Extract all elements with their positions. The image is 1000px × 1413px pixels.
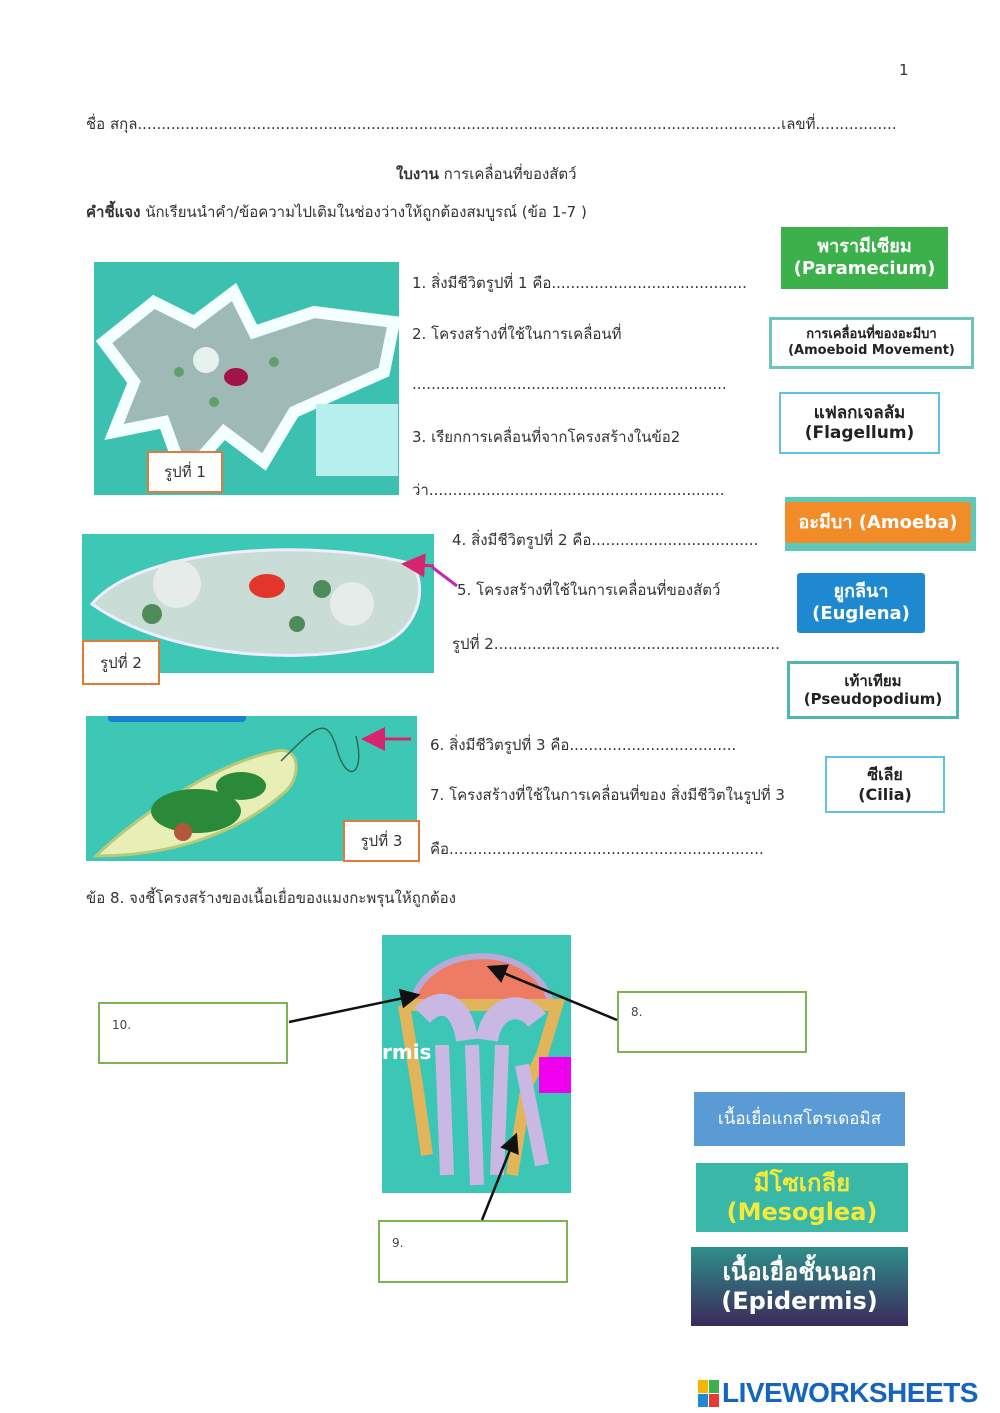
question-8: ข้อ 8. จงชี้โครงสร้างของเนื้อเยื่อของแมง… — [86, 889, 456, 907]
amoeba-image — [94, 262, 399, 495]
paramecium-image — [82, 534, 434, 673]
card-th: อะมีบา (Amoeba) — [785, 502, 971, 543]
card-flagellum[interactable]: แฟลกเจลลัม(Flagellum) — [779, 392, 940, 454]
card-en: (Paramecium) — [793, 258, 936, 279]
name-line: ชื่อ สกุล...............................… — [86, 115, 897, 133]
card-en: (Amoeboid Movement) — [788, 343, 955, 358]
card-epidermis[interactable]: เนื้อเยื่อชั้นนอก(Epidermis) — [691, 1247, 908, 1326]
title-rest: การเคลื่อนที่ของสัตว์ — [438, 165, 577, 183]
question-5-blank: รูปที่ 2................................… — [452, 635, 780, 653]
amoeba-drawing — [95, 282, 399, 489]
instr-bold: คำชี้แจง — [86, 203, 141, 221]
logo-text: LIVEWORKSHEETS — [722, 1377, 978, 1408]
logo-icon — [698, 1379, 719, 1407]
figure-1-label: รูปที่ 1 — [147, 451, 223, 493]
card-th: มีโซเกลีย — [753, 1168, 851, 1197]
card-paramecium[interactable]: พารามีเซียม(Paramecium) — [781, 227, 948, 289]
figure-2-label: รูปที่ 2 — [82, 640, 160, 685]
worksheet-title: ใบงาน การเคลื่อนที่ของสัตว์ — [396, 162, 577, 186]
card-en: (Mesoglea) — [726, 1197, 878, 1226]
card-gastrodermis[interactable]: เนื้อเยื่อแกสโตรเดอมิส — [694, 1092, 905, 1146]
question-7-blank: คือ.....................................… — [430, 840, 764, 858]
paramecium-drawing — [89, 548, 422, 657]
question-7: 7. โครงสร้างที่ใช้ในการเคลื่อนที่ของ สิ่… — [430, 786, 785, 804]
question-6: 6. สิ่งมีชีวิตรูปที่ 3 คือ..............… — [430, 736, 737, 754]
liveworksheets-logo: LIVEWORKSHEETS — [698, 1377, 978, 1409]
card-th: เนื้อเยื่อชั้นนอก — [722, 1257, 877, 1286]
jellyfish-image: rmis — [382, 935, 571, 1193]
answer-box-8[interactable]: 8. — [617, 991, 807, 1053]
answer-box-9-label: 9. — [392, 1236, 404, 1250]
card-th: พารามีเซียม — [817, 236, 912, 258]
card-en: (Pseudopodium) — [803, 690, 943, 708]
cover-patch — [316, 404, 398, 476]
card-pseudopodium[interactable]: เท้าเทียม(Pseudopodium) — [787, 661, 959, 719]
card-en: (Epidermis) — [721, 1286, 878, 1315]
euglena-drawing — [92, 727, 360, 858]
card-cilia[interactable]: ซีเลีย(Cilia) — [825, 756, 945, 813]
instr-rest: นักเรียนนำคำ/ข้อความไปเติมในช่องว่างให้ถ… — [140, 203, 587, 221]
card-th: เท้าเทียม — [844, 672, 902, 690]
question-1: 1. สิ่งมีชีวิตรูปที่ 1 คือ..............… — [412, 274, 747, 292]
page-number: 1 — [899, 61, 909, 79]
pink-arrow-tail — [431, 565, 458, 588]
question-4: 4. สิ่งมีชีวิตรูปที่ 2 คือ..............… — [452, 531, 759, 549]
answer-box-9[interactable]: 9. — [378, 1220, 568, 1283]
question-3: 3. เรียกการเคลื่อนที่จากโครงสร้างในข้อ2 — [412, 428, 681, 446]
answer-box-10-label: 10. — [112, 1018, 132, 1032]
card-th: ยูกลีนา — [833, 581, 889, 603]
card-en: (Cilia) — [858, 784, 912, 804]
question-2: 2. โครงสร้างที่ใช้ในการเคลื่อนที่ — [412, 325, 622, 343]
jellyfish-partial-label: rmis — [382, 1040, 432, 1064]
title-bold: ใบงาน — [396, 165, 439, 183]
question-2-blank: ........................................… — [412, 375, 727, 393]
answer-box-10[interactable]: 10. — [98, 1002, 288, 1064]
magenta-marker — [539, 1057, 571, 1093]
card-th: การเคลื่อนที่ของอะมีบา — [806, 327, 937, 343]
card-th: แฟลกเจลลัม — [813, 402, 906, 423]
question-5: 5. โครงสร้างที่ใช้ในการเคลื่อนที่ของสัตว… — [457, 581, 721, 599]
card-amoeba[interactable]: อะมีบา (Amoeba) — [785, 497, 976, 551]
card-amoeboid-movement[interactable]: การเคลื่อนที่ของอะมีบา(Amoeboid Movement… — [769, 317, 974, 369]
card-en: (Euglena) — [812, 603, 910, 624]
answer-box-8-label: 8. — [631, 1005, 643, 1019]
card-th: เนื้อเยื่อแกสโตรเดอมิส — [717, 1108, 882, 1129]
card-mesoglea[interactable]: มีโซเกลีย(Mesoglea) — [696, 1163, 908, 1232]
figure-3-label: รูปที่ 3 — [343, 820, 420, 862]
card-th: ซีเลีย — [867, 765, 903, 785]
card-euglena[interactable]: ยูกลีนา(Euglena) — [797, 573, 925, 633]
instructions: คำชี้แจง นักเรียนนำคำ/ข้อความไปเติมในช่อ… — [86, 200, 587, 224]
blue-bar — [108, 716, 246, 722]
card-en: (Flagellum) — [804, 423, 915, 443]
question-3-blank: ว่า.....................................… — [412, 481, 725, 499]
